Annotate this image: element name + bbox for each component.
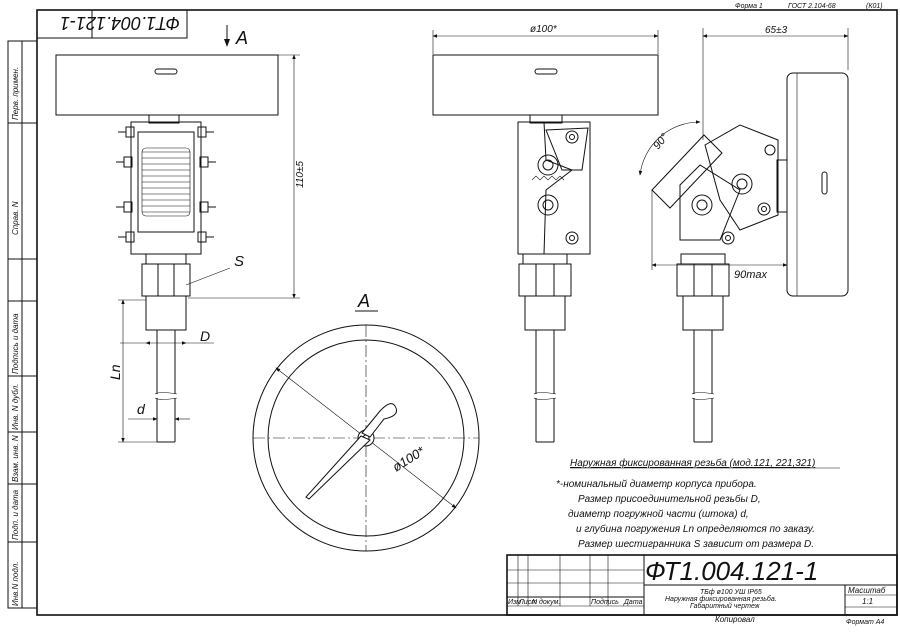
view-a-title: A <box>357 291 370 311</box>
note-line-1: *-номинальный диаметр корпуса прибора. <box>556 478 757 490</box>
scale-value: 1:1 <box>862 597 873 606</box>
note-line-4: и глубина погружения Ln определяются по … <box>576 523 815 535</box>
dim-s: S <box>234 253 244 270</box>
side-view: ø100* <box>432 24 659 443</box>
angled-view: 65±3 90° 90max <box>638 25 849 443</box>
dim-65: 65±3 <box>765 25 788 36</box>
desc-line-2: Наружная фиксированная резьба. <box>665 595 777 603</box>
view-a-arrow-label: A <box>235 28 248 48</box>
dim-ln: Ln <box>107 364 123 380</box>
left-strip-labels: Перв. примен. Справ. N Подпись и дата Ин… <box>11 67 20 606</box>
dim-d-thread: D <box>200 328 210 344</box>
form-header: Форма 1 ГОСТ 2.104-68 (К01) <box>735 3 883 10</box>
strip-label-podl: Инв.N подл. <box>11 561 20 606</box>
note-line-3: диаметр погружной части (штока) d, <box>568 509 749 520</box>
stamp-designation: ФТ1.004.121-1 <box>60 13 180 33</box>
standard-label: ГОСТ 2.104-68 <box>788 3 836 10</box>
desc-line-3: Габаритный чертеж <box>690 602 761 610</box>
strip-label-perv: Перв. примен. <box>11 67 20 120</box>
stamp-box <box>36 9 188 39</box>
col-dokum: N докум. <box>532 598 560 606</box>
strip-label-sprav: Справ. N <box>11 201 20 235</box>
dim-dial-dia: ø100* <box>390 443 428 475</box>
dim-90max: 90max <box>734 269 768 281</box>
title-block: Изм Лист N докум. Подпись Дата ФТ1.004.1… <box>506 554 898 626</box>
col-podpis: Подпись <box>591 598 619 606</box>
dim-dia-top: ø100* <box>530 24 558 35</box>
dim-angle-90: 90° <box>651 131 671 152</box>
strip-label-dubl: Инв. N дубл. <box>11 384 20 430</box>
col-izm: Изм <box>508 599 521 606</box>
notes-heading: Наружная фиксированная резьба (мод.121, … <box>570 457 815 469</box>
front-view: A <box>55 25 306 443</box>
col-list: Лист <box>518 599 537 606</box>
dial-view: A ø100* <box>252 291 480 552</box>
copied-label: Копировал <box>715 615 755 624</box>
desc-line-1: ТБф ø100 УШ IP65 <box>700 589 762 596</box>
dim-110: 110±5 <box>295 161 306 188</box>
note-line-2: Размер присоединительной резьбы D, <box>578 493 761 505</box>
notes: Наружная фиксированная резьба (мод.121, … <box>556 457 840 550</box>
note-line-5: Размер шестигранника S зависит от размер… <box>578 539 814 550</box>
format-label: Формат А4 <box>846 619 884 626</box>
strip-label-vzam: Взам. инв. N <box>11 435 20 482</box>
code-label: (К01) <box>866 3 883 10</box>
form-label: Форма 1 <box>735 3 763 10</box>
strip-label-podpis2: Подп. и дата <box>11 489 20 540</box>
dim-d-stem: d <box>137 401 146 417</box>
strip-label-podpis1: Подпись и дата <box>11 313 20 374</box>
title-designation: ФТ1.004.121-1 <box>645 556 818 586</box>
scale-label: Масштаб <box>848 586 886 595</box>
col-data: Дата <box>623 599 643 606</box>
